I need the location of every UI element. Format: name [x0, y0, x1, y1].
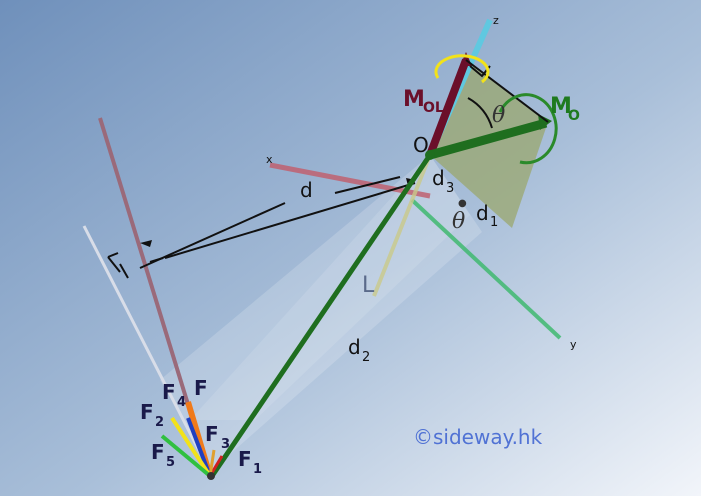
d-dim-tick-2	[149, 257, 164, 263]
moment-ol-vector	[426, 58, 470, 157]
position-vector-rod	[209, 153, 433, 478]
z-axis-label: z	[493, 14, 499, 27]
force-f2-label: F	[140, 400, 154, 424]
force-f2-subscript: 2	[155, 415, 164, 430]
moment-ol-label: M	[403, 87, 425, 112]
line-l-label: L	[362, 273, 375, 298]
d-dim-line-3	[164, 182, 416, 259]
origin-label: O	[413, 133, 429, 157]
theta-arc	[467, 97, 493, 129]
distance-d1-label: d	[476, 201, 489, 225]
distance-d-label: d	[300, 178, 313, 202]
force-f3-label: F	[205, 422, 219, 446]
force-f5-label: F	[151, 440, 165, 464]
force-f3-subscript: 3	[221, 437, 230, 452]
theta-top-label: θ	[492, 103, 505, 128]
distance-d2-label: d	[348, 335, 361, 359]
force-f-label: F	[194, 376, 208, 400]
x-axis-label: x	[266, 153, 273, 166]
theta-mid-label: θ	[452, 209, 465, 234]
projection-line	[465, 59, 549, 123]
distance-d3-label: d	[432, 166, 445, 190]
force-f5-vector	[160, 434, 212, 478]
d-dim-mark-2	[107, 256, 121, 273]
distance-d3-subscript: 3	[446, 181, 454, 196]
y-axis-line	[410, 198, 562, 340]
moment-plane	[430, 60, 548, 228]
d-dim-line-2	[334, 176, 401, 194]
application-point	[207, 472, 215, 480]
force-f4-vector	[186, 417, 212, 477]
line-of-action-front	[82, 225, 214, 477]
distance-d1-subscript: 1	[490, 215, 498, 230]
force-f1-subscript: 1	[253, 462, 262, 477]
d-arrow-head-left	[140, 240, 152, 247]
watermark: ©sideway.hk	[413, 425, 543, 449]
moment-o-label: M	[550, 94, 572, 119]
force-f4-subscript: 4	[177, 395, 186, 410]
y-axis-label: y	[570, 338, 577, 351]
moment-ol-subscript: OL	[423, 100, 444, 116]
force-f4-label: F	[162, 380, 176, 404]
moment-o-vector	[428, 118, 548, 160]
line-l	[372, 154, 432, 297]
distance-d2-subscript: 2	[362, 350, 370, 365]
force-f3-vector	[208, 449, 216, 477]
force-f2-vector	[170, 416, 212, 478]
light-plane-inner	[190, 155, 470, 420]
rotation-arc-ol	[434, 54, 490, 84]
rotation-arc-o	[498, 93, 558, 165]
d-dim-tick	[119, 263, 129, 279]
theta-dot: ●	[458, 198, 467, 209]
d-dim-mark	[107, 252, 119, 258]
d-dim-line-1	[139, 202, 286, 269]
moment-o-subscript: O	[568, 108, 580, 124]
force-f5-subscript: 5	[166, 455, 175, 470]
force-f1-label: F	[238, 447, 252, 471]
origin-point	[425, 150, 435, 160]
